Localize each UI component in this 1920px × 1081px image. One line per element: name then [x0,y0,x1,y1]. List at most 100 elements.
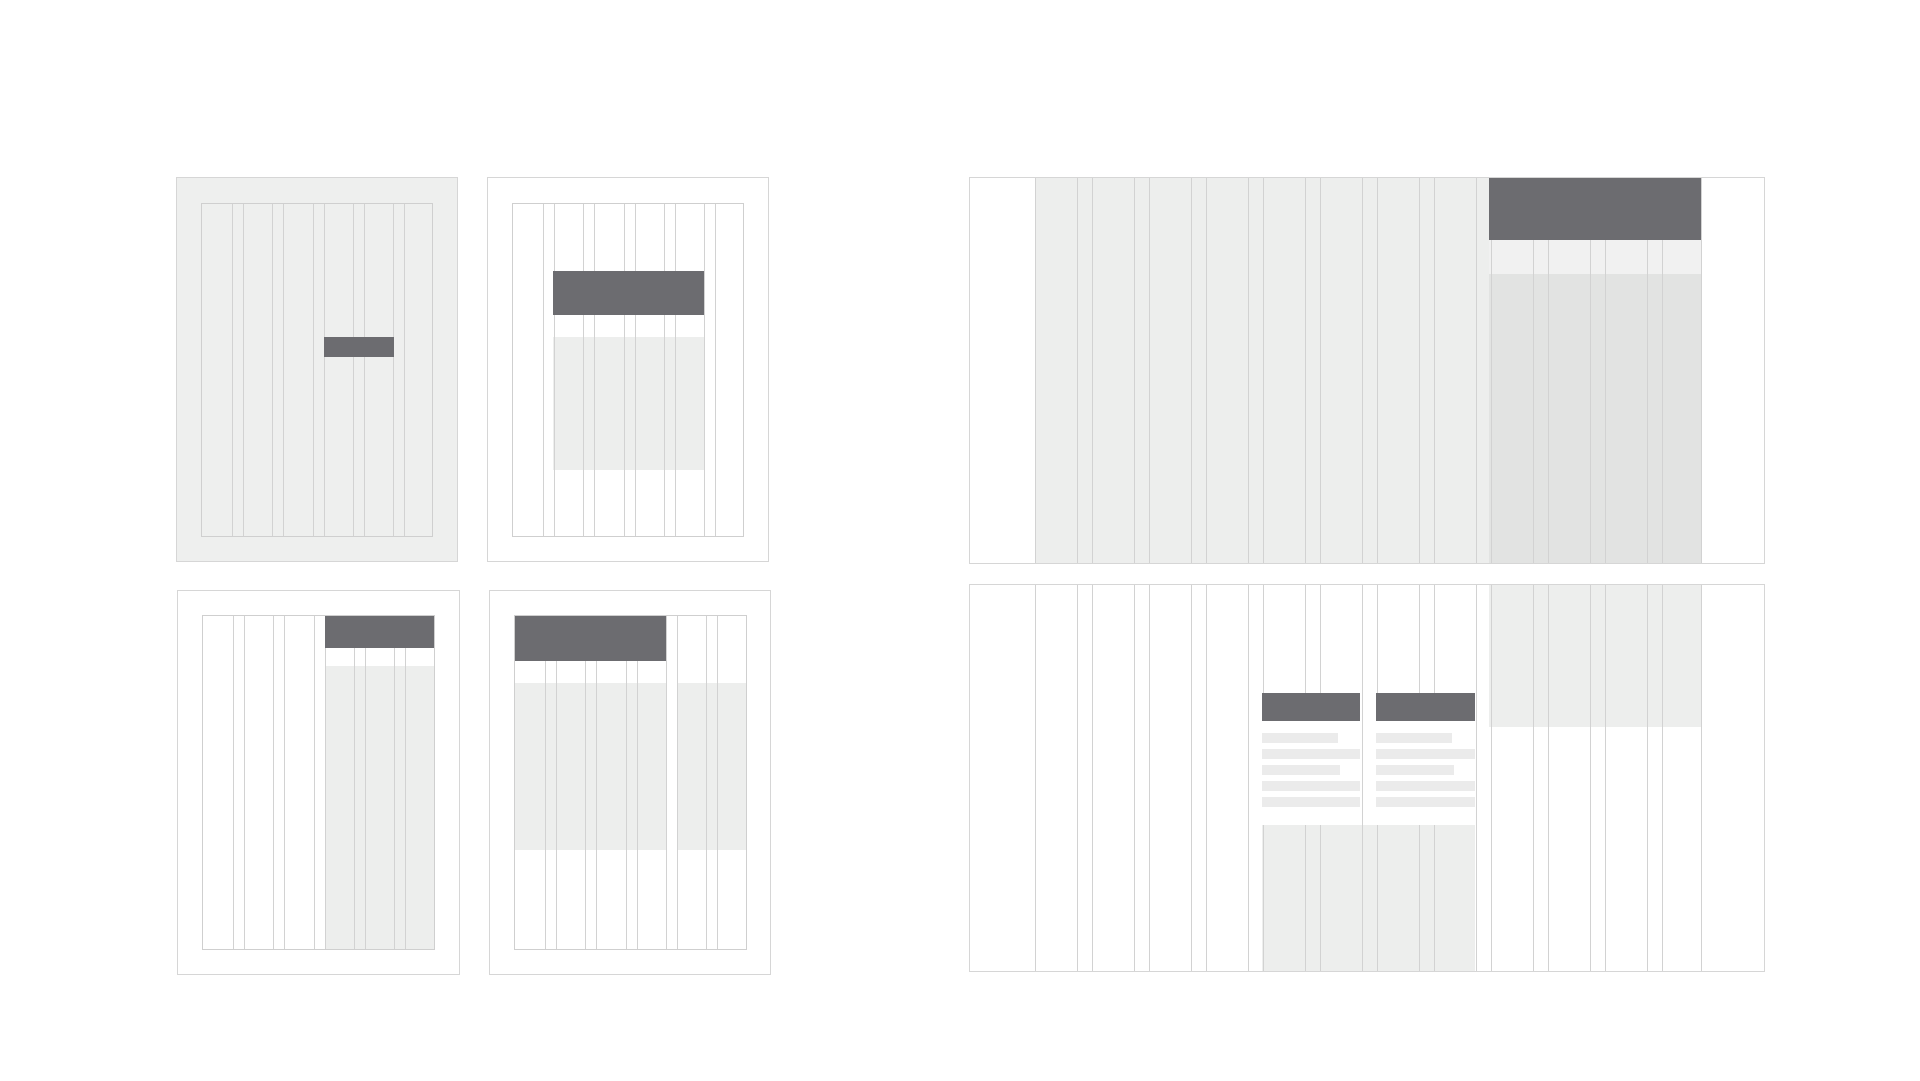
grid-column-line [596,616,597,949]
grid-column-line [1491,585,1492,971]
grid-column-line [232,204,233,536]
grid-column-line [1533,178,1534,563]
grid-column-line [1077,178,1078,563]
grid-column-line [1206,178,1207,563]
card-b-text-line [1376,765,1454,775]
grid-column-line [314,616,315,949]
grid-column-line [1605,585,1606,971]
grid-column-line [325,616,326,949]
grid-column-line [243,204,244,536]
grid-column-line [1134,178,1135,563]
selected-panel [1489,274,1701,563]
card-a-header [1262,693,1360,721]
grid-column-line [1134,585,1135,971]
grid-column-line [1701,178,1702,563]
grid-column-line [353,204,354,536]
grid-column-line [1662,178,1663,563]
header-block [324,337,394,357]
grid-column-line [545,616,546,949]
card-b [1376,693,1475,825]
grid-column-line [1434,178,1435,563]
grid-column-line [273,616,274,949]
grid-column-line [354,616,355,949]
grid-column-line [1362,178,1363,563]
grid-column-line [583,204,584,536]
grid-column-line [1248,178,1249,563]
grid-column-line [1533,585,1534,971]
grid-column-line [1092,178,1093,563]
card-a-text-line [1262,749,1360,759]
grid-column-line [1191,585,1192,971]
layout-frame-desktop-2 [969,584,1765,972]
grid-column-line [272,204,273,536]
grid-column-line [324,204,325,536]
grid-column-line [405,616,406,949]
grid-column-line [1491,178,1492,563]
grid-column-line [1476,178,1477,563]
grid-column-line [594,204,595,536]
grid-column-line [1149,178,1150,563]
content-area-main [515,683,666,850]
grid-column-line [404,204,405,536]
card-a-text-line [1262,733,1338,743]
column-grid [512,203,744,537]
grid-column-line [244,616,245,949]
grid-column-line [1077,585,1078,971]
grid-column-line [1419,178,1420,563]
header-block [1489,178,1701,240]
grid-column-line [1191,178,1192,563]
content-area [1035,178,1489,563]
grid-column-line [365,616,366,949]
grid-column-line [1362,585,1363,971]
grid-column-line [1092,585,1093,971]
layout-frame-phone-3 [177,590,460,975]
grid-column-line [1590,178,1591,563]
grid-column-line [1647,585,1648,971]
grid-column-line [1206,585,1207,971]
card-b-text-line [1376,733,1452,743]
grid-column-line [664,204,665,536]
grid-column-line [706,616,707,949]
card-a-text-line [1262,797,1360,807]
header-block [515,616,666,661]
header-block [325,616,434,648]
grid-column-line [1320,178,1321,563]
grid-column-line [637,616,638,949]
grid-column-line [1476,585,1477,971]
grid-column-line [1548,178,1549,563]
grid-column-line [1263,178,1264,563]
card-b-header [1376,693,1475,721]
grid-column-line [635,204,636,536]
grid-column-line [1548,585,1549,971]
grid-column-line [284,616,285,949]
grid-column-line [624,204,625,536]
layout-frame-phone-2 [487,177,769,562]
grid-column-line [675,204,676,536]
grid-column-line [554,204,555,536]
grid-column-line [556,616,557,949]
grid-column-line [393,204,394,536]
grid-column-line [1662,585,1663,971]
layout-frame-phone-4 [489,590,771,975]
layout-frame-desktop-1 [969,177,1765,564]
card-a [1262,693,1360,825]
card-a-text-line [1262,765,1340,775]
grid-column-line [364,204,365,536]
grid-column-line [313,204,314,536]
column-grid [514,615,747,950]
grid-column-line [543,204,544,536]
grid-column-line [666,616,667,949]
grid-column-line [1035,178,1036,563]
grid-column-line [1035,585,1036,971]
header-block [553,271,704,315]
grid-column-line [1377,178,1378,563]
side-panel [1489,585,1701,727]
card-b-text-line [1376,797,1475,807]
grid-column-line [677,616,678,949]
panel-strip [1489,240,1701,274]
content-area-side [677,683,746,850]
column-grid [202,615,435,950]
content-area [553,337,704,470]
card-b-text-line [1376,749,1475,759]
grid-column-line [1701,585,1702,971]
